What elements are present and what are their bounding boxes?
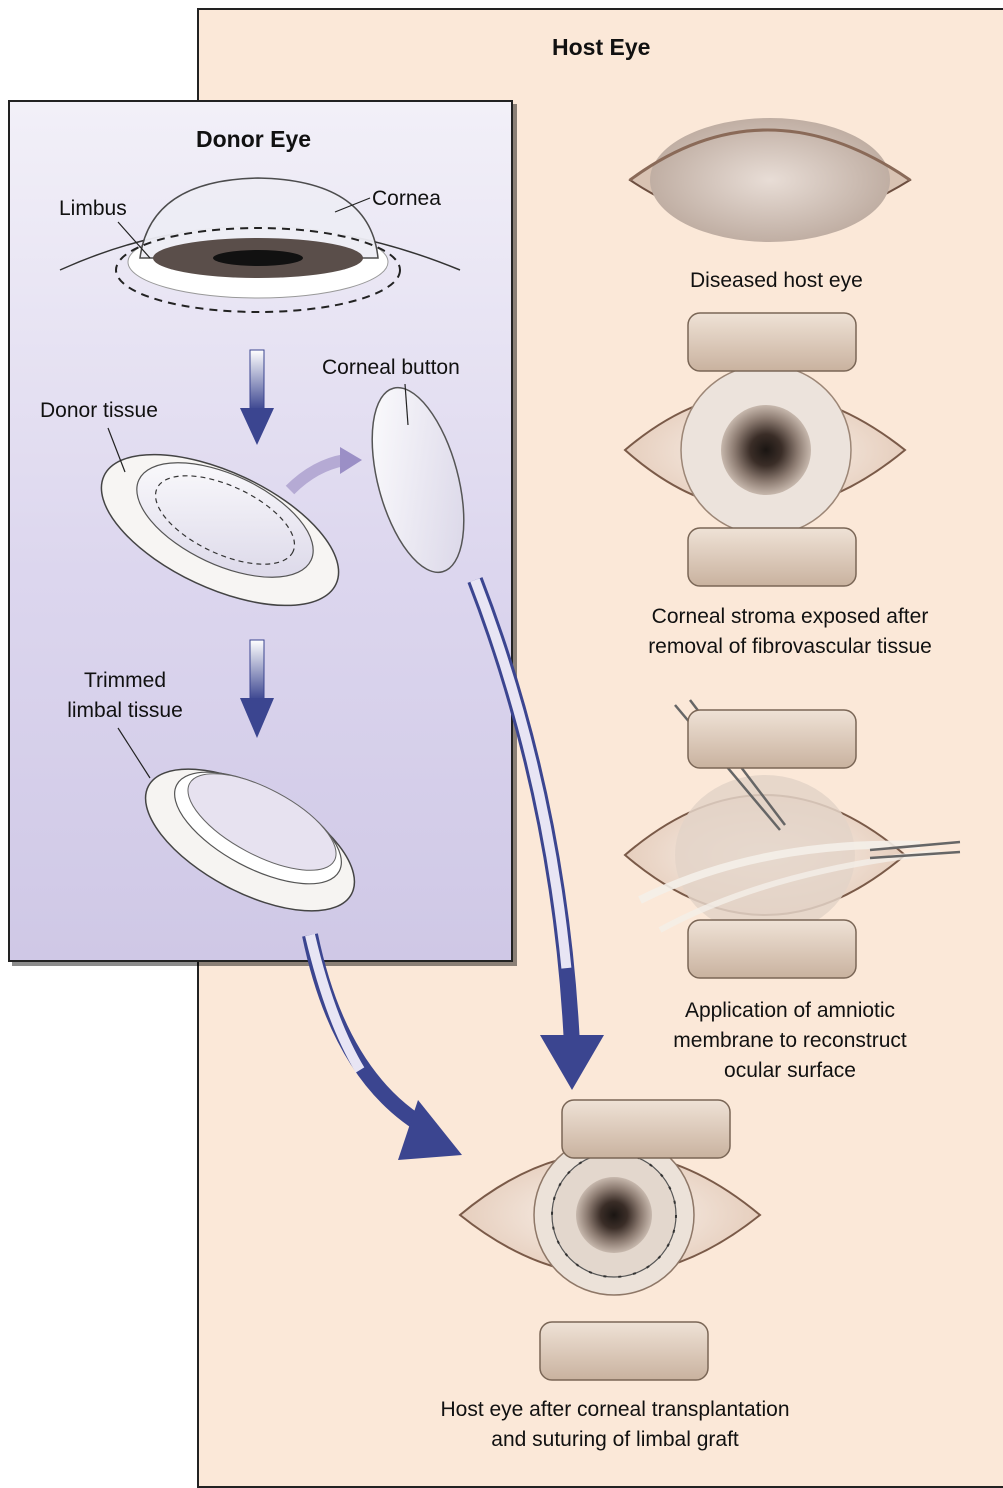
trimmed-leader-line [118, 728, 150, 778]
corneal-button-drawing [355, 378, 481, 582]
donor-tissue-drawing [79, 423, 360, 636]
host-eye-title: Host Eye [552, 32, 650, 62]
trimmed-label-line2: limbal tissue [40, 696, 210, 726]
amniotic-membrane-eye-drawing [625, 700, 960, 978]
diseased-caption: Diseased host eye [690, 266, 863, 296]
amnio-caption-line1: Application of amniotic [600, 996, 980, 1026]
amnio-caption-line2: membrane to reconstruct [600, 1026, 980, 1056]
final-host-eye-drawing [460, 1100, 760, 1380]
stroma-caption-line2: removal of fibrovascular tissue [600, 632, 980, 662]
diseased-host-eye-drawing [630, 118, 910, 242]
stroma-caption-line1: Corneal stroma exposed after [600, 602, 980, 632]
donor-step-arrow-1 [240, 350, 274, 445]
transfer-arrow-limbal-tissue [310, 935, 462, 1160]
retractor-bottom [688, 528, 856, 586]
final-caption-line1: Host eye after corneal transplantation [390, 1395, 840, 1425]
cornea-label: Cornea [372, 184, 441, 214]
final-caption-line2: and suturing of limbal graft [390, 1425, 840, 1455]
transfer-arrow-corneal-button [475, 580, 604, 1090]
amnio-caption-line3: ocular surface [600, 1056, 980, 1086]
transfer-arrow-small [290, 447, 362, 490]
donor-step-arrow-2 [240, 640, 274, 738]
donor-tissue-label: Donor tissue [40, 396, 158, 426]
donor-eye-title: Donor Eye [196, 124, 311, 154]
corneal-button-label: Corneal button [322, 353, 460, 383]
trimmed-label-line1: Trimmed [40, 666, 210, 696]
limbus-label: Limbus [59, 194, 127, 224]
stroma-exposed-eye-drawing [625, 313, 905, 586]
trimmed-limbal-tissue-drawing [118, 728, 376, 940]
retractor-top [688, 313, 856, 371]
